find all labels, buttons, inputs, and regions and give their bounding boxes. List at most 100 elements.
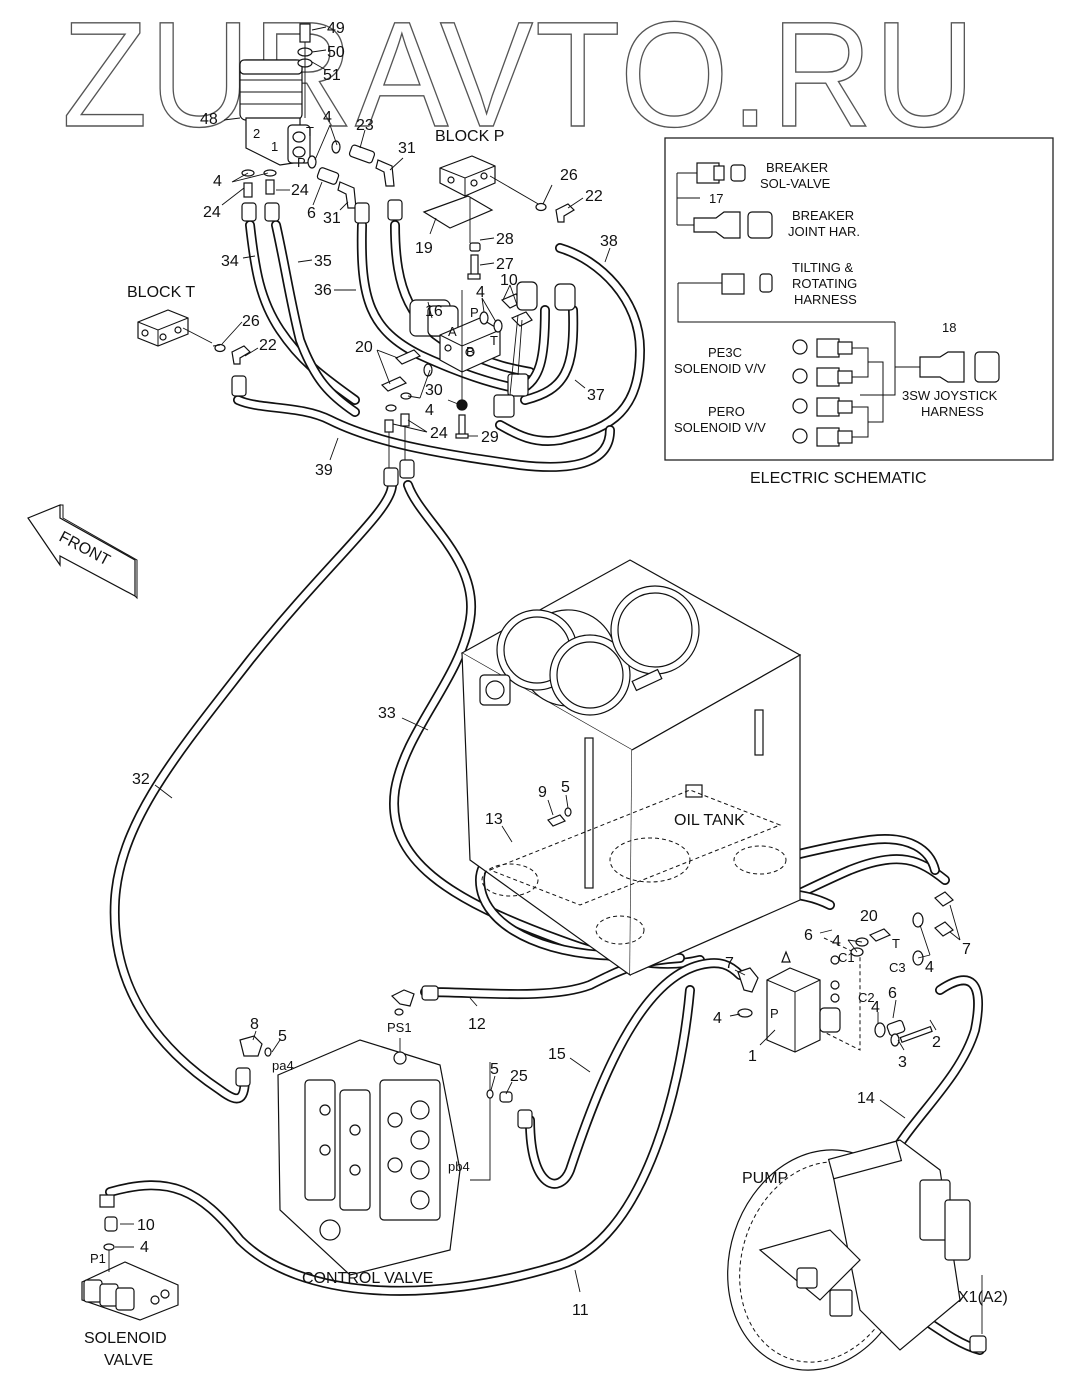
callout-26b: 26: [242, 313, 260, 330]
callout-4i: 4: [140, 1239, 149, 1256]
port-x1a2: X1(A2): [958, 1289, 1008, 1306]
port-ps1: PS1: [387, 1020, 412, 1035]
callout-2: 2: [932, 1034, 941, 1051]
label-control-valve: CONTROL VALVE: [302, 1270, 433, 1287]
callout-37: 37: [587, 387, 605, 404]
callout-27: 27: [496, 256, 514, 273]
hose-11: [105, 985, 695, 1296]
pe3c-connectors: [792, 338, 884, 395]
callout-31a: 31: [398, 140, 416, 157]
port-b-block: B: [466, 344, 475, 359]
es-ref-18: 18: [942, 320, 956, 335]
callout-8: 8: [250, 1016, 259, 1033]
callout-34: 34: [221, 253, 239, 270]
label-oil-tank: OIL TANK: [674, 812, 745, 829]
callout-1: 1: [748, 1048, 757, 1065]
port-p-low: P: [770, 1006, 779, 1021]
es-pero-1: PERO: [708, 404, 745, 419]
callout-24c: 24: [430, 425, 448, 442]
hose-38: [495, 243, 645, 446]
callout-24a: 24: [203, 204, 221, 221]
port-t-low: T: [892, 936, 900, 951]
solenoid-valve: [81, 1194, 179, 1321]
callout-51: 51: [323, 67, 341, 84]
callout-10b: 10: [137, 1217, 155, 1234]
callout-26a: 26: [560, 167, 578, 184]
es-breaker-sol-2: SOL-VALVE: [760, 176, 831, 191]
hose-36: [356, 220, 520, 393]
callout-35: 35: [314, 253, 332, 270]
callout-30: 30: [425, 382, 443, 399]
callout-24b: 24: [291, 182, 309, 199]
port-a-block: A: [448, 324, 457, 339]
port-c3: C3: [889, 960, 906, 975]
es-breaker-joint-1: BREAKER: [792, 208, 854, 223]
callout-12: 12: [468, 1016, 486, 1033]
es-tilting-3: HARNESS: [794, 292, 857, 307]
label-block-t: BLOCK T: [127, 284, 195, 301]
label-solenoid-valve-1: SOLENOID: [84, 1330, 167, 1347]
port-pb4: pb4: [448, 1159, 470, 1174]
front-arrow: FRONT: [27, 504, 138, 600]
fittings-20-30-29: [380, 290, 469, 487]
es-pe3c-2: SOLENOID V/V: [674, 361, 766, 376]
valve-48-assembly: [239, 23, 313, 166]
es-ref-17: 17: [709, 191, 723, 206]
oil-tank: [460, 559, 802, 977]
callout-6b: 6: [804, 927, 813, 944]
port-t-block: T: [490, 333, 498, 348]
hose-32: [109, 480, 397, 1104]
callout-13: 13: [485, 811, 503, 828]
callout-19: 19: [415, 240, 433, 257]
callout-29: 29: [481, 429, 499, 446]
port-1: 1: [271, 139, 278, 154]
callout-28: 28: [496, 231, 514, 248]
callouts: 49 50 51 48 4 23 31 4 24 24 6 31 26 22 1…: [115, 20, 971, 1319]
electric-schematic: [664, 137, 1054, 461]
callout-23: 23: [356, 117, 374, 134]
port-p-top: P: [297, 155, 306, 170]
joystick-connector: [919, 351, 1000, 383]
callout-31b: 31: [323, 210, 341, 227]
callout-11: 11: [572, 1302, 589, 1319]
callout-15: 15: [548, 1046, 566, 1063]
hose-14: [885, 975, 984, 1165]
callout-4g: 4: [925, 959, 934, 976]
callout-49: 49: [327, 20, 345, 37]
callout-20b: 20: [860, 908, 878, 925]
es-tilting-2: ROTATING: [792, 276, 857, 291]
port-p1: P1: [90, 1251, 106, 1266]
callout-4d: 4: [425, 402, 434, 419]
valve-1-assembly: [737, 891, 954, 1053]
callout-14: 14: [857, 1090, 875, 1107]
callout-4c: 4: [476, 284, 485, 301]
callout-6c: 6: [888, 985, 897, 1002]
callout-9: 9: [538, 784, 547, 801]
es-joystick-1: 3SW JOYSTICK: [902, 388, 998, 403]
port-c1: C1: [838, 950, 855, 965]
label-block-p: BLOCK P: [435, 128, 504, 145]
callout-33: 33: [378, 705, 396, 722]
es-tilting-1: TILTING &: [792, 260, 853, 275]
callout-4b: 4: [213, 173, 222, 190]
callout-5b: 5: [278, 1028, 287, 1045]
label-pump: PUMP: [742, 1170, 788, 1187]
port-p-block: P: [470, 305, 479, 320]
callout-5a: 5: [561, 779, 570, 796]
port-t-top: T: [306, 124, 314, 139]
hose-35: [271, 220, 360, 417]
port-2: 2: [253, 126, 260, 141]
callout-4e: 4: [832, 933, 841, 950]
callout-39: 39: [315, 462, 333, 479]
callout-20a: 20: [355, 339, 373, 356]
callout-3: 3: [898, 1054, 907, 1071]
callout-38: 38: [600, 233, 618, 250]
callout-32: 32: [132, 771, 150, 788]
callout-6a: 6: [307, 205, 316, 222]
hose-39: [233, 395, 615, 472]
callout-22a: 22: [585, 188, 603, 205]
callout-7a: 7: [725, 955, 734, 972]
es-pero-2: SOLENOID V/V: [674, 420, 766, 435]
callout-4a: 4: [323, 109, 332, 126]
